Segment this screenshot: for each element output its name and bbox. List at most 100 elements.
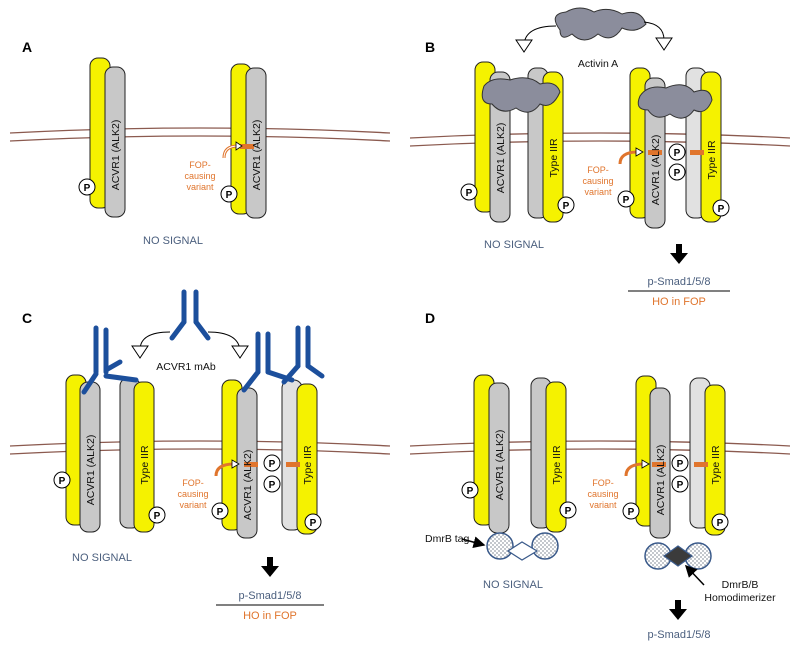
phospho-label: P [269,480,276,491]
mab-label: ACVR1 mAb [156,361,216,373]
phospho-site-d2: P [559,501,577,519]
mab-arrow-right [207,331,249,359]
phospho-label: P [565,506,572,517]
panel-c-letter: C [22,310,32,326]
type2r-label: Type IIR [710,445,722,485]
signal-arrow-d [669,600,687,620]
type2r-label: Type IIR [302,445,314,485]
phospho-site-d1: P [461,481,479,499]
fop-label-1: FOP- [182,478,204,488]
phospho-label: P [466,188,473,199]
phospho-label: P [563,201,570,212]
fop-label-2: causing [184,171,215,181]
acvr1-mab-free [169,289,211,341]
fop-label-2: causing [587,489,618,499]
no-signal-text: NO SIGNAL [483,579,543,591]
acvr1-label: ACVR1 (ALK2) [242,450,254,521]
phospho-site-c2: P [148,506,166,524]
fop-label-3: variant [186,182,214,192]
phospho-site-c4: P [263,475,281,493]
fop-label-3: variant [584,187,612,197]
phospho-site-b3: P [668,143,686,161]
fop-label-1: FOP- [587,165,609,175]
ho-text: HO in FOP [243,610,297,622]
phospho-label: P [59,476,66,487]
phospho-site-d5: P [622,502,640,520]
phospho-site-a1: P [78,178,96,196]
phospho-site-b6: P [712,199,730,217]
acvr1-mab-bound-c2 [241,325,325,393]
dmrb-dimerized-fop [644,542,712,570]
acvr1-label: ACVR1 (ALK2) [495,123,507,194]
panel-c: C ACVR1 mAb ACVR1 (ALK2) [9,289,391,622]
acvr1-label: ACVR1 (ALK2) [650,135,662,206]
fop-label-1: FOP- [189,160,211,170]
no-signal-text: NO SIGNAL [72,552,132,564]
acvr1-receptor-wt-a: ACVR1 (ALK2) [89,57,126,218]
phospho-label: P [217,507,224,518]
panel-a-letter: A [22,39,32,55]
fop-label-3: variant [179,500,207,510]
type2r-label: Type IIR [706,140,718,180]
phospho-label: P [677,480,684,491]
phospho-label: P [310,518,317,529]
acvr1-label: ACVR1 (ALK2) [110,120,122,191]
wt-complex-c: ACVR1 (ALK2) Type IIR [65,374,155,533]
phospho-label: P [717,518,724,529]
phospho-site-b5: P [617,190,635,208]
phospho-site-d3: P [671,454,689,472]
phospho-label: P [226,190,233,201]
activin-arrow-left [515,25,557,53]
no-signal-text: NO SIGNAL [484,239,544,251]
phospho-site-b2: P [557,196,575,214]
phospho-site-d4: P [671,475,689,493]
homodimerizer-label-2: Homodimerizer [704,592,776,604]
phospho-label: P [628,507,635,518]
phospho-label: P [269,459,276,470]
type2r-label: Type IIR [139,445,151,485]
phospho-site-c3: P [263,454,281,472]
fop-complex-b: ACVR1 (ALK2) Type IIR [629,67,722,229]
phospho-label: P [467,486,474,497]
phospho-site-c5: P [211,502,229,520]
smad-text: p-Smad1/5/8 [648,276,711,288]
membrane-a [9,127,391,142]
phospho-site-d6: P [711,513,729,531]
fop-complex-d: ACVR1 (ALK2) Type IIR [635,375,726,539]
dmrb-tag-label: DmrB tag [425,533,470,545]
panel-b: B Activin A ACVR1 (ALK2) Type IIR [409,7,791,308]
phospho-label: P [674,168,681,179]
activin-arrow-right [643,21,673,51]
phospho-site-c6: P [304,513,322,531]
no-signal-text: NO SIGNAL [143,235,203,247]
dmrb-tag-wt [486,532,559,561]
phospho-site-b1: P [460,183,478,201]
fop-variant-callout-d: FOP- causing variant [587,459,650,510]
homodimerizer-label-1: DmrB/B [722,579,759,591]
acvr1-receptor-fop-a: ACVR1 (ALK2) [230,63,267,219]
panel-d-letter: D [425,310,435,326]
fop-label-2: causing [177,489,208,499]
homodimerizer-pointer [684,564,705,586]
acvr1-label: ACVR1 (ALK2) [85,435,97,506]
fop-label-3: variant [589,500,617,510]
wt-complex-d: ACVR1 (ALK2) Type IIR [473,374,567,534]
mab-arrow-left [131,331,171,359]
acvr1-label: ACVR1 (ALK2) [655,445,667,516]
phospho-label: P [84,183,91,194]
fop-variant-callout-b: FOP- causing variant [582,147,644,197]
panel-a: A ACVR1 (ALK2) P ACVR1 (ALK2) P [9,39,391,247]
phospho-label: P [674,148,681,159]
type2r-label: Type IIR [548,138,560,178]
fop-complex-c: ACVR1 (ALK2) Type IIR [221,379,318,539]
acvr1-label: ACVR1 (ALK2) [494,430,506,501]
phospho-label: P [718,204,725,215]
type2r-label: Type IIR [551,445,563,485]
signal-arrow-b [670,244,688,264]
fop-variant-callout-a: FOP- causing variant [184,141,243,192]
acvr1-mab-bound-c1 [81,325,139,395]
phospho-site-a2: P [220,185,238,203]
membrane-b [409,132,791,147]
fop-label-2: causing [582,176,613,186]
